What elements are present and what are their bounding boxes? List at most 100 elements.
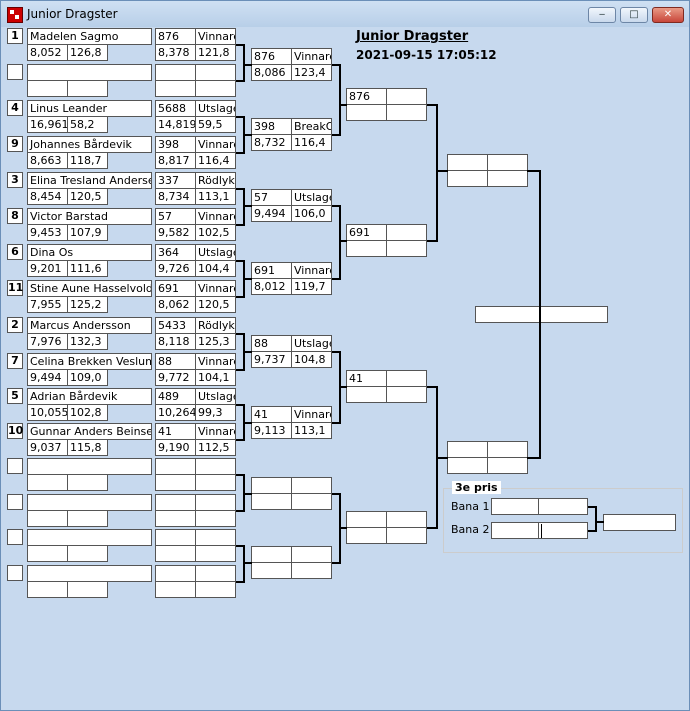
entry-et[interactable] — [27, 545, 68, 562]
seed-box[interactable]: 7 — [7, 353, 23, 369]
entry-number[interactable] — [155, 565, 196, 582]
seed-box[interactable]: 3 — [7, 172, 23, 188]
entry-speed2[interactable]: 102,5 — [195, 224, 236, 241]
entry-result[interactable] — [195, 529, 236, 546]
entry-et2[interactable] — [155, 545, 196, 562]
round4-et[interactable] — [447, 457, 488, 474]
entry-number[interactable]: 337 — [155, 172, 196, 189]
round2-result[interactable]: Vinnare — [291, 262, 332, 279]
seed-box[interactable]: 1 — [7, 28, 23, 44]
entry-speed2[interactable]: 99,3 — [195, 404, 236, 421]
round4-speed[interactable] — [487, 170, 528, 187]
entry-result[interactable]: Rödlyktan — [195, 317, 236, 334]
round2-result[interactable] — [291, 546, 332, 563]
entry-name[interactable] — [27, 529, 152, 546]
entry-name[interactable]: Marcus Andersson — [27, 317, 152, 334]
entry-speed[interactable] — [67, 545, 108, 562]
seed-box[interactable]: 8 — [7, 208, 23, 224]
entry-name[interactable]: Victor Barstad — [27, 208, 152, 225]
round3-speed[interactable] — [386, 527, 427, 544]
entry-result[interactable]: Vinnare — [195, 208, 236, 225]
round2-result[interactable]: Vinnare — [291, 48, 332, 65]
final-result[interactable] — [475, 306, 608, 323]
entry-speed[interactable]: 126,8 — [67, 44, 108, 61]
round3-speed[interactable] — [386, 386, 427, 403]
entry-et2[interactable]: 10,264 — [155, 404, 196, 421]
entry-name[interactable] — [27, 565, 152, 582]
close-button[interactable]: ✕ — [652, 7, 684, 23]
entry-speed[interactable]: 102,8 — [67, 404, 108, 421]
entry-speed[interactable] — [67, 510, 108, 527]
round2-result[interactable]: Utslagen — [291, 335, 332, 352]
entry-et[interactable] — [27, 581, 68, 598]
entry-speed2[interactable]: 112,5 — [195, 439, 236, 456]
round2-speed[interactable]: 116,4 — [291, 134, 332, 151]
entry-speed2[interactable] — [195, 545, 236, 562]
round3-speed[interactable] — [386, 240, 427, 257]
entry-speed[interactable]: 115,8 — [67, 439, 108, 456]
entry-number[interactable]: 41 — [155, 423, 196, 440]
entry-name[interactable] — [27, 64, 152, 81]
seed-box[interactable]: 4 — [7, 100, 23, 116]
round2-et[interactable]: 9,737 — [251, 351, 292, 368]
round3-result[interactable] — [386, 224, 427, 241]
round4-number[interactable] — [447, 441, 488, 458]
round4-result[interactable] — [487, 441, 528, 458]
entry-name[interactable]: Adrian Bårdevik — [27, 388, 152, 405]
entry-et[interactable]: 8,663 — [27, 152, 68, 169]
seed-box[interactable] — [7, 64, 23, 80]
entry-speed[interactable]: 58,2 — [67, 116, 108, 133]
entry-result[interactable]: Utslagen — [195, 388, 236, 405]
entry-result[interactable] — [195, 458, 236, 475]
seed-box[interactable] — [7, 565, 23, 581]
entry-speed[interactable]: 120,5 — [67, 188, 108, 205]
round2-number[interactable]: 691 — [251, 262, 292, 279]
entry-number[interactable]: 489 — [155, 388, 196, 405]
entry-result[interactable]: Rödlyktan — [195, 172, 236, 189]
entry-et2[interactable]: 8,378 — [155, 44, 196, 61]
entry-speed[interactable]: 132,3 — [67, 333, 108, 350]
round2-number[interactable]: 57 — [251, 189, 292, 206]
round2-result[interactable]: Utslagen — [291, 189, 332, 206]
entry-number[interactable]: 398 — [155, 136, 196, 153]
title-bar[interactable]: Junior Dragster ‒ □ ✕ — [1, 1, 689, 27]
entry-et2[interactable] — [155, 510, 196, 527]
entry-name[interactable]: Madelen Sagmo — [27, 28, 152, 45]
entry-speed2[interactable] — [195, 80, 236, 97]
round2-speed[interactable]: 123,4 — [291, 64, 332, 81]
round3-et[interactable] — [346, 240, 387, 257]
entry-result[interactable] — [195, 565, 236, 582]
entry-et[interactable] — [27, 510, 68, 527]
entry-et[interactable]: 16,961 — [27, 116, 68, 133]
entry-name[interactable]: Celina Brekken Veslum — [27, 353, 152, 370]
entry-speed2[interactable]: 121,8 — [195, 44, 236, 61]
entry-number[interactable]: 57 — [155, 208, 196, 225]
entry-result[interactable]: Utslagen — [195, 244, 236, 261]
entry-speed[interactable] — [67, 474, 108, 491]
lane2-result[interactable] — [538, 522, 588, 539]
entry-et2[interactable]: 8,817 — [155, 152, 196, 169]
entry-name[interactable]: Gunnar Anders Beinset — [27, 423, 152, 440]
entry-result[interactable]: Utslagen — [195, 100, 236, 117]
entry-et[interactable] — [27, 474, 68, 491]
entry-speed[interactable]: 125,2 — [67, 296, 108, 313]
entry-et[interactable]: 7,955 — [27, 296, 68, 313]
round2-number[interactable] — [251, 546, 292, 563]
seed-box[interactable] — [7, 529, 23, 545]
entry-name[interactable]: Linus Leander — [27, 100, 152, 117]
round2-et[interactable]: 9,113 — [251, 422, 292, 439]
round2-result[interactable]: Vinnare — [291, 406, 332, 423]
round3-number[interactable]: 691 — [346, 224, 387, 241]
entry-number[interactable]: 364 — [155, 244, 196, 261]
round2-number[interactable] — [251, 477, 292, 494]
entry-name[interactable]: Elina Tresland Andersen — [27, 172, 152, 189]
entry-speed2[interactable] — [195, 510, 236, 527]
entry-speed[interactable]: 111,6 — [67, 260, 108, 277]
seed-box[interactable] — [7, 494, 23, 510]
entry-number[interactable]: 88 — [155, 353, 196, 370]
entry-result[interactable]: Vinnare — [195, 136, 236, 153]
round3-result[interactable] — [386, 511, 427, 528]
seed-box[interactable]: 5 — [7, 388, 23, 404]
round4-number[interactable] — [447, 154, 488, 171]
round3-speed[interactable] — [386, 104, 427, 121]
